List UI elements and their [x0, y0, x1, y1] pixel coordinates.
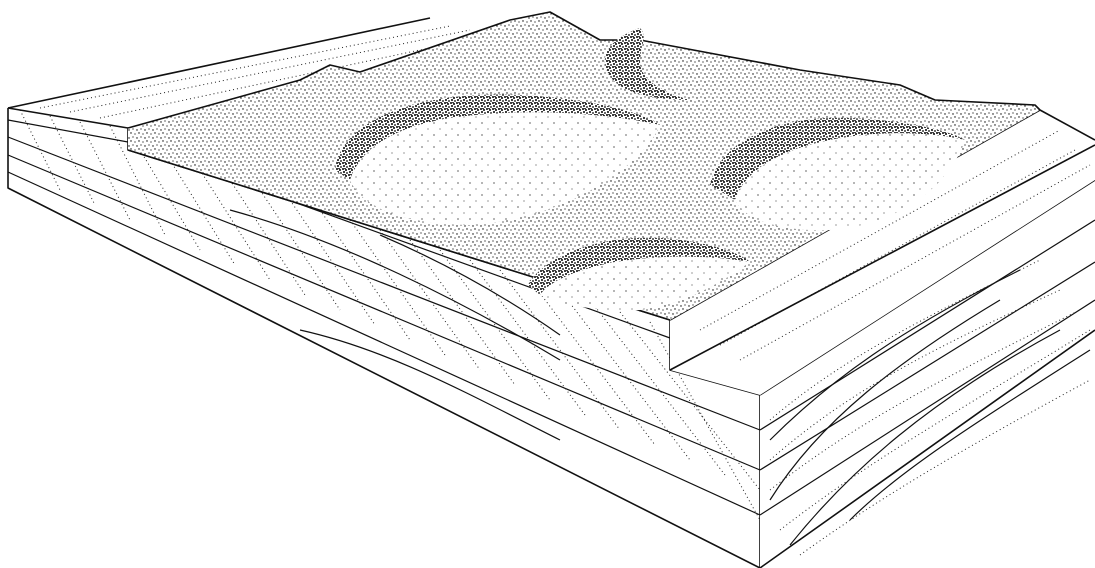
- block-diagram: [0, 0, 1095, 568]
